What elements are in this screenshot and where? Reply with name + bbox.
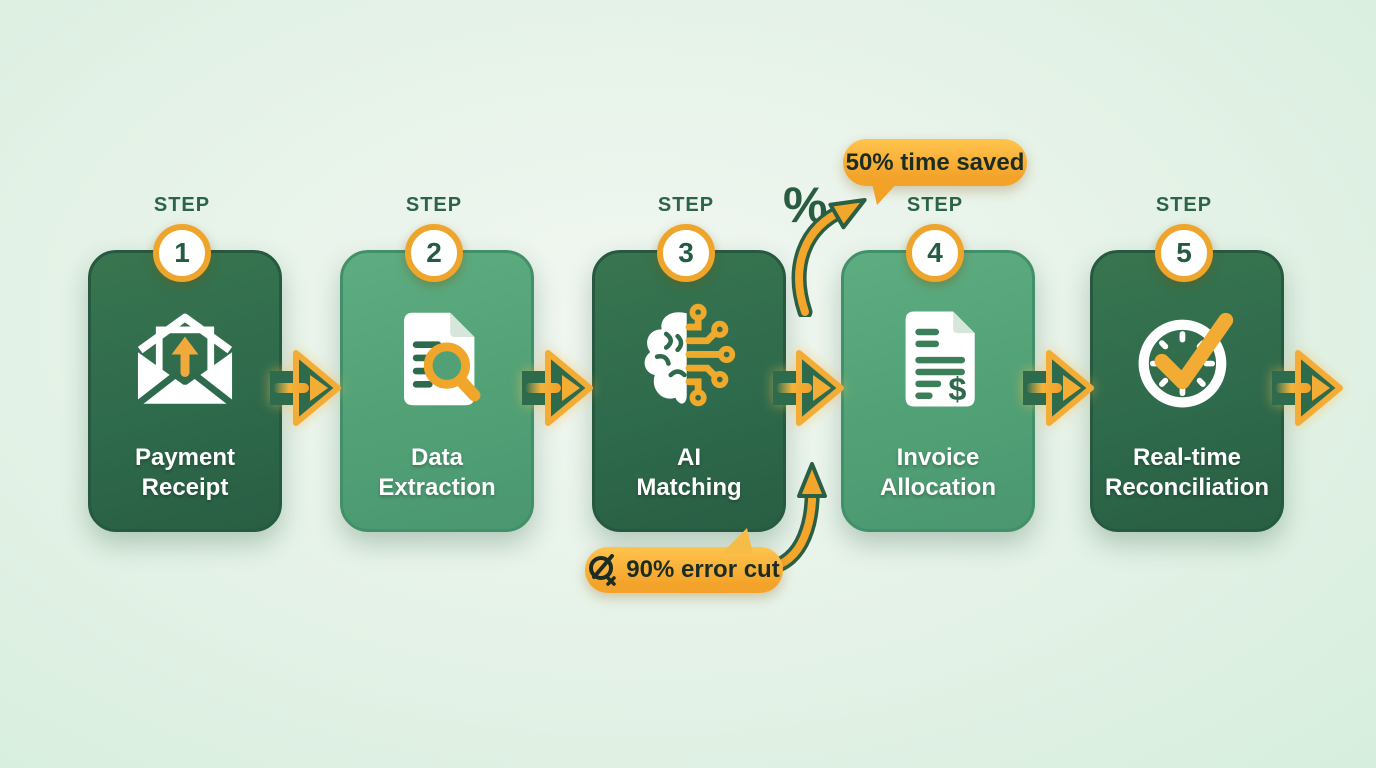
step-number-5: 5 — [1176, 237, 1192, 268]
callout-tail — [721, 528, 753, 554]
clock-check-icon — [1129, 299, 1245, 419]
error-cut-callout: 90% error cut — [585, 528, 783, 593]
envelope-upload-icon — [127, 299, 243, 419]
ai-brain-circuit-icon — [631, 299, 747, 419]
step-card-realtime-reconciliation: Real-time Reconciliation — [1090, 250, 1284, 532]
card-title: Data Extraction — [378, 444, 496, 501]
flow-arrow-1-2-icon — [270, 333, 346, 443]
step-label-5: STEP — [1155, 194, 1213, 216]
card-title: Real-time Reconciliation — [1104, 444, 1270, 501]
flow-arrow-2-3-icon — [522, 333, 598, 443]
time-saved-text: 50% time saved — [845, 148, 1025, 176]
step-label-4: STEP — [906, 194, 964, 216]
document-search-icon — [379, 299, 495, 419]
step-card-payment-receipt: Payment Receipt — [88, 250, 282, 532]
step-number-badge-3: 3 — [657, 224, 715, 282]
time-saved-callout: 50% time saved — [843, 139, 1027, 205]
step-label-2: STEP — [405, 194, 463, 216]
step-number-1: 1 — [174, 237, 190, 268]
step-number-badge-4: 4 — [906, 224, 964, 282]
curved-arrow-to-time-saved-icon — [791, 186, 874, 317]
card-title: Invoice Allocation — [879, 444, 996, 501]
step-number-3: 3 — [678, 237, 694, 268]
step-number-badge-1: 1 — [153, 224, 211, 282]
step-number-badge-2: 2 — [405, 224, 463, 282]
flow-arrow-3-4-icon — [773, 333, 849, 443]
step-number-badge-5: 5 — [1155, 224, 1213, 282]
svg-text:$: $ — [948, 371, 966, 407]
flow-arrow-exit-icon — [1272, 333, 1348, 443]
step-card-invoice-allocation: $ Invoice Allocation — [841, 250, 1035, 532]
step-number-4: 4 — [927, 237, 943, 268]
step-number-2: 2 — [426, 237, 442, 268]
flow-arrow-4-5-icon — [1023, 333, 1099, 443]
step-label-1: STEP — [153, 194, 211, 216]
card-title: AI Matching — [636, 444, 742, 501]
error-cut-text: 90% error cut — [626, 556, 780, 583]
step-card-data-extraction: Data Extraction — [340, 250, 534, 532]
callout-tail — [871, 179, 901, 205]
step-card-ai-matching: AI Matching — [592, 250, 786, 532]
step-label-3: STEP — [657, 194, 715, 216]
invoice-dollar-icon: $ — [880, 299, 996, 419]
error-slash-icon — [589, 554, 617, 586]
card-title: Payment Receipt — [134, 444, 236, 501]
